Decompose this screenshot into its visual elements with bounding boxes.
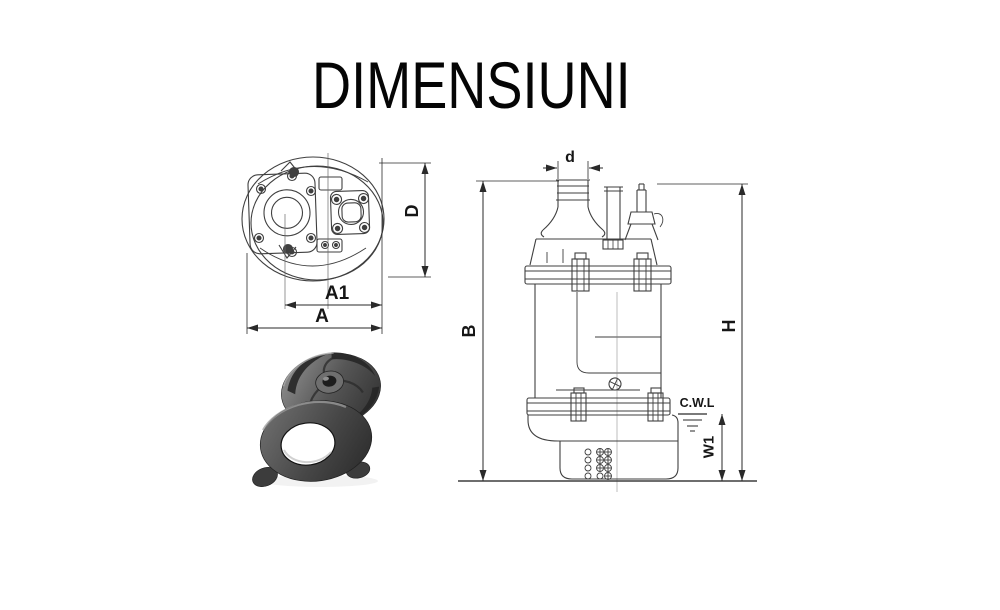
- pump-body-outline: [241, 156, 385, 282]
- label-dim-B: B: [459, 325, 479, 338]
- suction-strainer: [559, 441, 679, 480]
- page-title: DIMENSIUNI: [312, 48, 631, 122]
- pump-side-view: [458, 179, 757, 492]
- pump-body-side: [534, 284, 662, 492]
- front-bottom-lug: [278, 238, 343, 259]
- clamp-band-lower: [526, 387, 671, 422]
- front-view-dimensions: [246, 158, 431, 334]
- label-dim-d: d: [565, 149, 575, 166]
- impeller-photo: [252, 352, 381, 487]
- front-right-flange: [329, 190, 371, 235]
- discharge-pipe: [540, 179, 606, 238]
- clamp-band-upper: [524, 252, 672, 292]
- pump-front-view: [241, 153, 385, 309]
- volute-casing: [527, 414, 679, 442]
- label-dim-A: A: [315, 306, 329, 327]
- oil-plug-screw: [608, 377, 622, 391]
- clamp-bolt: [647, 387, 664, 422]
- water-level-icon: [678, 413, 707, 432]
- label-dim-A1: A1: [325, 283, 350, 304]
- clamp-bolt: [570, 387, 587, 422]
- clamp-bolt: [571, 252, 590, 292]
- label-dim-D: D: [402, 205, 422, 218]
- motor-housing: [529, 238, 658, 266]
- label-dim-H: H: [719, 320, 739, 333]
- front-top-lug: [280, 161, 343, 191]
- label-dim-W1: W1: [701, 436, 718, 459]
- clamp-bolt: [633, 252, 652, 292]
- side-view-dimensions: [476, 161, 748, 481]
- cable-conduit: [602, 186, 624, 250]
- cable-gland: [624, 183, 664, 241]
- label-cwl: C.W.L: [680, 396, 715, 410]
- wear-plate: [252, 400, 373, 487]
